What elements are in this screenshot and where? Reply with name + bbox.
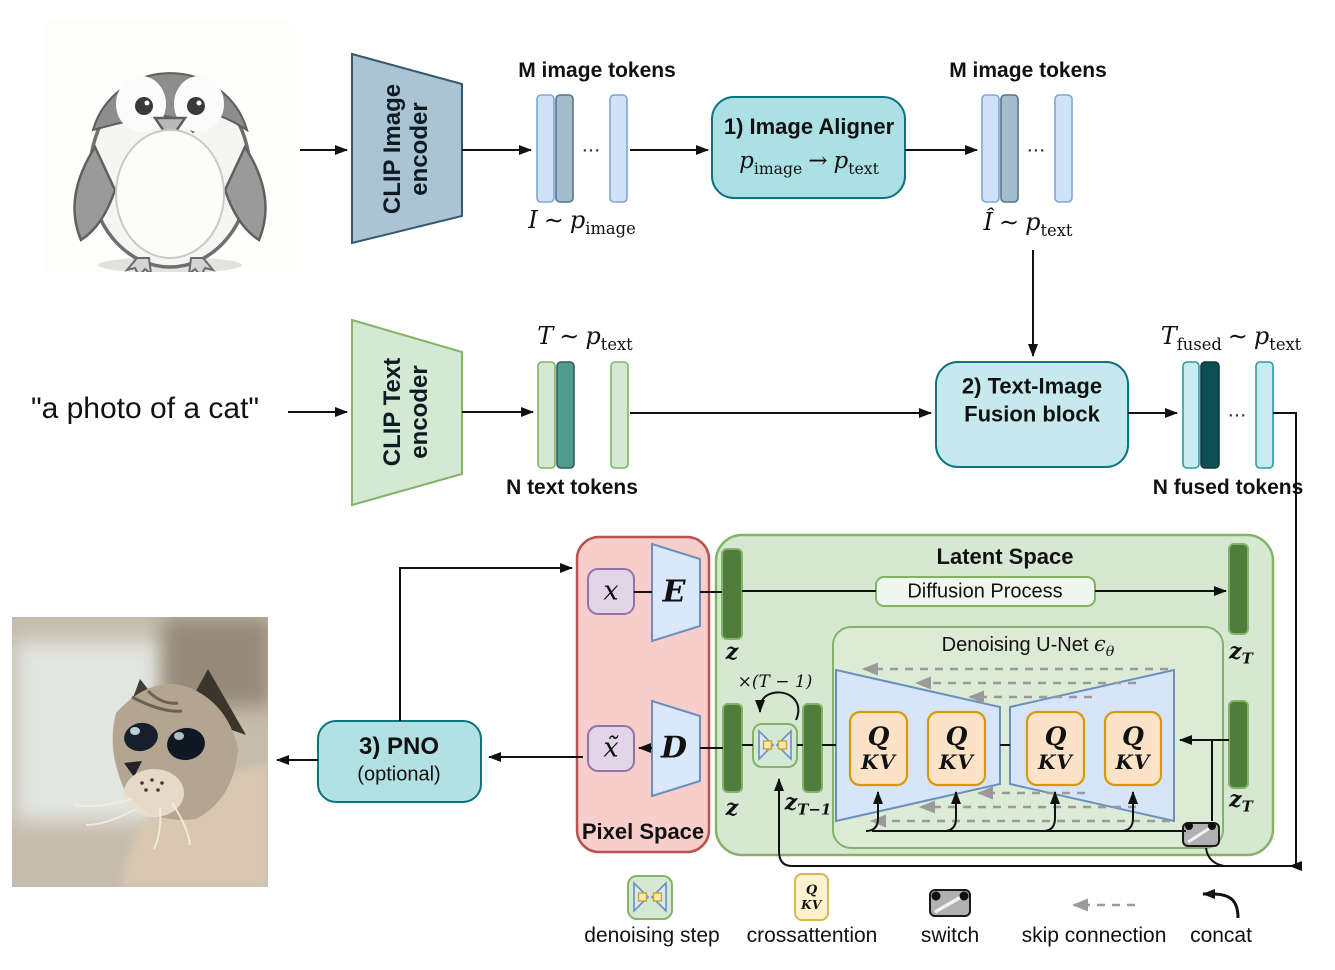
i-distribution-label: I∼pimage	[528, 206, 636, 238]
n-text-tokens-label: N text tokens	[506, 476, 638, 499]
diffusion-process-label: Diffusion Process	[907, 580, 1063, 603]
image-token-bars-in	[536, 94, 628, 203]
i-hat-distribution-label: Î∼ptext	[983, 208, 1073, 240]
fused-token-bars	[1182, 361, 1274, 469]
fusion-block-title: 2) Text-Image Fusion block	[961, 373, 1103, 427]
text-token-bars	[537, 361, 629, 469]
cat-photo	[12, 617, 268, 887]
n-fused-tokens-label: N fused tokens	[1152, 476, 1304, 499]
ellipsis-image-tokens-out: ...	[1027, 138, 1047, 156]
denoising-step-icon	[752, 723, 798, 768]
skip-connection-arrows	[862, 662, 1170, 828]
pno-subtitle: (optional)	[357, 763, 441, 786]
pixel-x-label: x	[603, 575, 619, 607]
z-T-minus-1-label: zT−1	[784, 789, 832, 819]
legend-concat-arrow	[1202, 889, 1240, 919]
clip-text-encoder-shape	[351, 318, 463, 507]
legend-denoising-step-label: denoising step	[584, 924, 720, 947]
z-T-bottom-label: zT	[1229, 786, 1253, 816]
clip-image-encoder-label: CLIP Image encoder	[379, 83, 433, 215]
ellipsis-fused-tokens: ...	[1228, 403, 1248, 421]
image-aligner-box	[711, 96, 906, 199]
legend-concat-label: concat	[1190, 924, 1252, 947]
vae-decoder-shape	[651, 699, 701, 798]
z-T-top-label: zT	[1229, 638, 1253, 668]
loop-count-label: ×(T − 1)	[737, 672, 813, 692]
legend-skip-connection-label: skip connection	[1021, 924, 1167, 947]
denoising-unet-title: Denoising U-Net ϵθ	[941, 631, 1115, 661]
crossattention-blocks	[848, 710, 1163, 787]
legend-switch-icon	[929, 889, 971, 917]
pno-title: 3) PNO	[358, 733, 440, 760]
clip-text-encoder-label: CLIP Text encoder	[379, 357, 433, 467]
vae-encoder-shape	[651, 542, 701, 643]
latent-z-bars	[721, 543, 1249, 793]
connector-arrows	[276, 145, 1302, 871]
vae-decoder-label: D	[660, 730, 688, 766]
latent-space-title: Latent Space	[936, 544, 1074, 569]
t-distribution-label: T∼ptext	[537, 322, 633, 354]
vae-encoder-label: E	[662, 574, 686, 610]
penguin-sketch	[45, 22, 295, 272]
pixel-x-tilde-box	[587, 725, 635, 772]
pixel-space-title: Pixel Space	[581, 819, 705, 844]
text-prompt: "a photo of a cat"	[30, 392, 260, 425]
input-sketch-image	[45, 22, 295, 272]
legend-crossattention-icon	[794, 873, 829, 921]
z-top-label: z	[725, 639, 739, 665]
image-aligner-title: 1) Image Aligner	[723, 114, 895, 139]
m-image-tokens-in-label: M image tokens	[518, 59, 676, 82]
legend-switch-label: switch	[920, 924, 980, 947]
t-fused-distribution-label: Tfused∼ptext	[1160, 322, 1302, 354]
ellipsis-image-tokens-in: ...	[582, 138, 602, 156]
z-bottom-label: z	[725, 795, 739, 821]
pixel-x-tilde-label: x̃	[603, 732, 619, 764]
clip-image-encoder-shape	[351, 52, 463, 245]
fusion-block-box	[935, 361, 1129, 468]
image-aligner-math: pimage→ptext	[739, 148, 879, 178]
switch-icon	[1182, 822, 1220, 847]
legend-crossattention-label: crossattention	[746, 924, 878, 947]
output-cat-image	[12, 617, 268, 887]
m-image-tokens-out-label: M image tokens	[949, 59, 1107, 82]
legend-denoising-step-icon	[627, 875, 673, 920]
image-token-bars-out	[981, 94, 1073, 203]
